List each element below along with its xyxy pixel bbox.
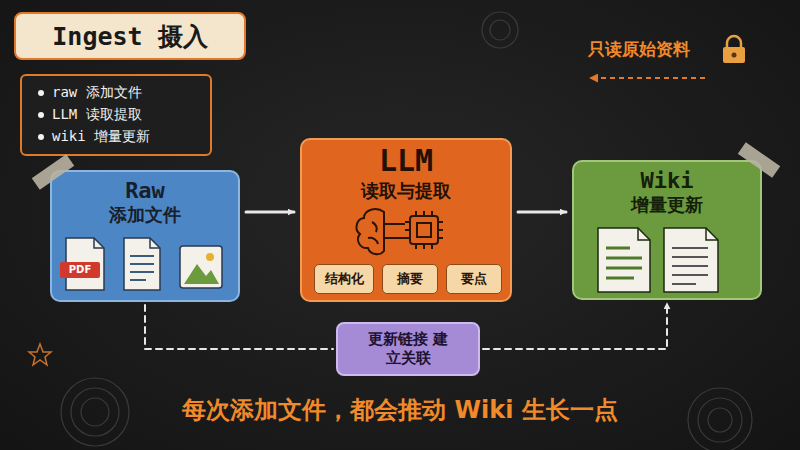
flow-arrow <box>246 211 294 214</box>
box-text: 结构化 <box>325 272 364 287</box>
raw-box: Raw添加文件 <box>50 170 240 302</box>
flow-arrow <box>518 211 566 214</box>
title: Ingest 摄入 <box>52 20 207 53</box>
brain-chip-icon <box>357 209 443 254</box>
caption: 每次添加文件，都会推动 Wiki 生长一点 <box>0 394 800 426</box>
tag-box: 摘要 <box>382 264 438 294</box>
file-type-label: PDF <box>60 262 100 278</box>
box-heading: Wiki <box>641 168 694 193</box>
pdf-icon <box>60 238 104 290</box>
box-text: 增量更新 <box>631 193 703 217</box>
box-text: LLM 读取提取 <box>36 106 142 124</box>
tag-box: 要点 <box>446 264 502 294</box>
box-text: 要点 <box>461 272 487 287</box>
chalk-star <box>29 344 51 365</box>
link-box: 更新链接 建立关联 <box>336 322 480 376</box>
read-only-arrow <box>590 77 705 79</box>
lock-icon <box>723 36 745 63</box>
box-text: 添加文件 <box>109 203 181 227</box>
box-heading: Raw <box>125 178 165 203</box>
tape <box>32 154 74 190</box>
wiki-page-icon <box>664 228 718 292</box>
llm-box: LLM读取与提取结构化 摘要 要点 <box>300 138 512 302</box>
box-text: wiki 增量更新 <box>36 128 150 146</box>
image-icon <box>180 246 222 288</box>
note-text: 只读原始资料 <box>588 38 690 61</box>
chalk-swirl <box>61 12 752 450</box>
title-box: Ingest 摄入 <box>14 12 246 60</box>
document-icon <box>124 238 160 290</box>
tape <box>738 142 780 178</box>
box-heading: LLM <box>379 144 433 179</box>
bullet-list-box: raw 添加文件 LLM 读取提取 wiki 增量更新 <box>20 74 212 156</box>
wiki-box: Wiki增量更新 <box>572 160 762 300</box>
dashed-connector <box>483 303 667 349</box>
box-text: raw 添加文件 <box>36 84 142 102</box>
wiki-page-icon <box>598 228 650 292</box>
dashed-connector <box>145 305 333 349</box>
box-text: 更新链接 建立关联 <box>366 330 450 369</box>
box-text: 读取与提取 <box>361 179 451 203</box>
box-text: 摘要 <box>397 272 423 287</box>
tag-box: 结构化 <box>314 264 374 294</box>
